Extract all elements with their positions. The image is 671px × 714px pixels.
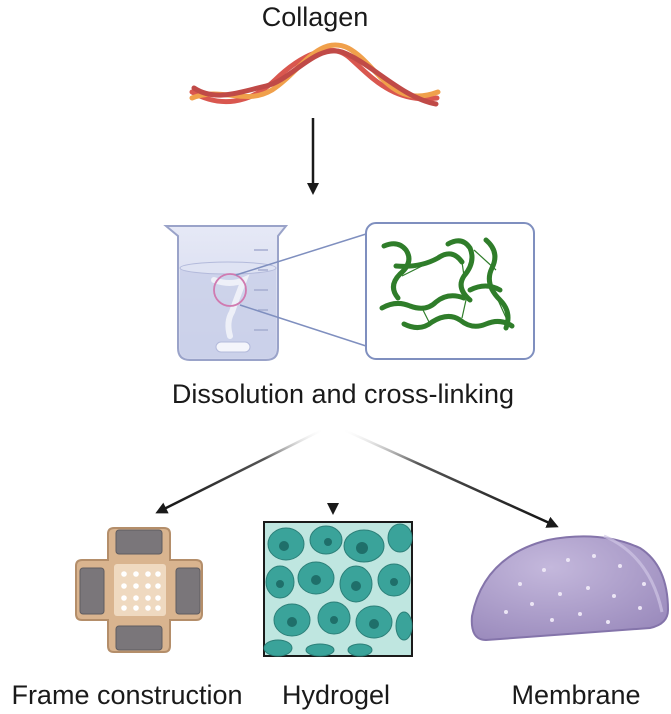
crosslinked-network-icon bbox=[365, 222, 535, 360]
output-label-frame: Frame construction bbox=[11, 680, 243, 710]
collagen-triple-helix-icon bbox=[189, 42, 441, 107]
beaker-with-stir-bar-icon bbox=[163, 225, 289, 361]
collagen-title: Collagen bbox=[261, 2, 369, 32]
frame-scaffold-icon bbox=[75, 527, 203, 653]
output-label-hydrogel: Hydrogel bbox=[281, 680, 391, 710]
membrane-dome-icon bbox=[470, 534, 670, 642]
arrow-to-membrane bbox=[343, 428, 559, 528]
zoom-line-bottom bbox=[239, 304, 367, 347]
output-label-membrane: Membrane bbox=[511, 680, 641, 710]
process-label: Dissolution and cross-linking bbox=[171, 379, 515, 409]
arrow-to-frame bbox=[155, 428, 323, 514]
hydrogel-pores-icon bbox=[263, 521, 413, 657]
zoom-line-top bbox=[235, 233, 367, 276]
